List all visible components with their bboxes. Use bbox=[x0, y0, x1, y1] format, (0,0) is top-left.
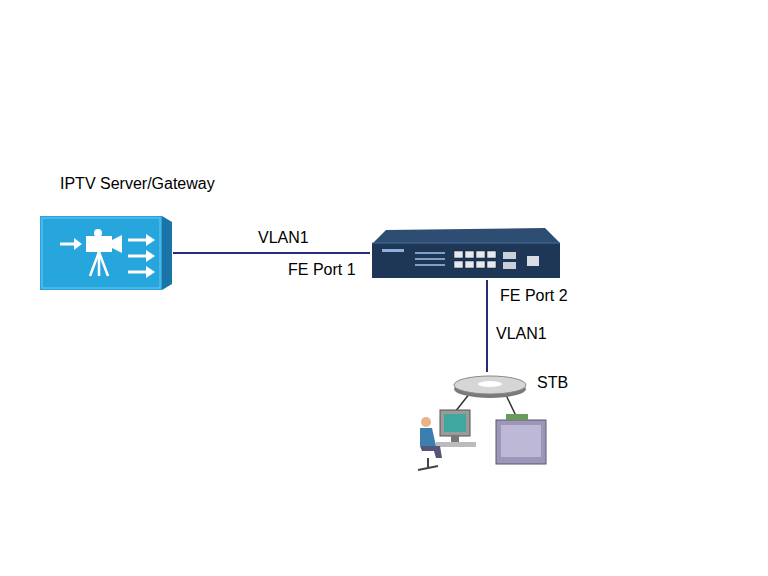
switch-box: FE Port 1FE Port 2 bbox=[370, 228, 562, 280]
vlan-label: VLAN1 bbox=[496, 325, 547, 343]
server-icon bbox=[40, 216, 172, 290]
server-title: IPTV Server/Gateway bbox=[60, 175, 215, 193]
network-link bbox=[173, 252, 370, 254]
stb-label: STB bbox=[537, 374, 568, 392]
server-box: IPTV Server/Gateway bbox=[40, 175, 173, 292]
switch-device bbox=[372, 228, 560, 278]
port-label: FE Port 2 bbox=[500, 287, 568, 305]
network-link bbox=[486, 280, 488, 372]
vlan-label: VLAN1 bbox=[258, 229, 309, 247]
stb-box: STB bbox=[455, 372, 533, 402]
home-equipment bbox=[418, 376, 546, 470]
port-label: FE Port 1 bbox=[288, 261, 356, 279]
